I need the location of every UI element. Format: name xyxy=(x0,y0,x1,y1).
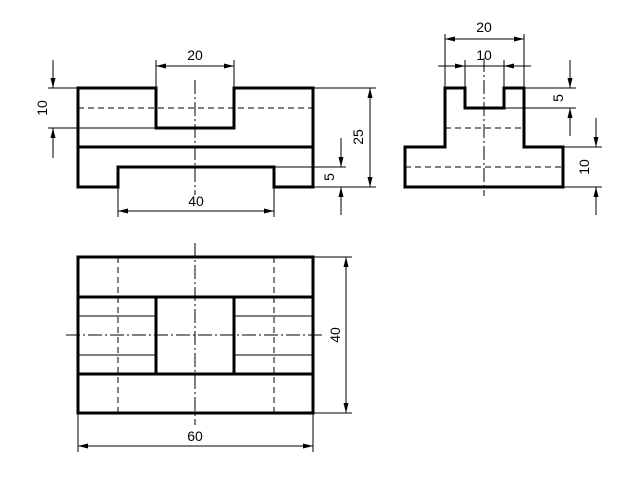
front-dim-small: 5 xyxy=(274,138,346,215)
side-dim-notch: 5 xyxy=(504,60,576,136)
top-dim-right: 40 xyxy=(313,256,352,414)
front-view: 20 40 10 25 xyxy=(34,47,376,217)
side-dim-top-inner: 10 xyxy=(438,47,531,108)
side-dim-notch-text: 5 xyxy=(550,94,566,102)
top-dim-bottom: 60 xyxy=(77,413,314,452)
top-view: 40 60 xyxy=(66,243,352,452)
front-dim-bottom: 40 xyxy=(117,187,275,217)
top-dim-right-text: 40 xyxy=(327,327,343,343)
side-dim-top-outer-text: 20 xyxy=(476,19,492,35)
front-dim-small-text: 5 xyxy=(321,173,337,181)
side-dim-top-inner-text: 10 xyxy=(476,47,492,63)
top-dim-bottom-text: 60 xyxy=(187,428,203,444)
front-dim-bottom-text: 40 xyxy=(188,193,204,209)
side-dim-base: 10 xyxy=(563,118,602,215)
side-dim-top-outer: 20 xyxy=(444,19,525,88)
front-dim-left: 10 xyxy=(34,60,156,158)
front-dim-left-text: 10 xyxy=(34,100,50,116)
front-dim-top: 20 xyxy=(155,47,235,88)
side-dim-base-text: 10 xyxy=(576,159,592,175)
front-dim-top-text: 20 xyxy=(187,47,203,63)
front-dim-right-text: 25 xyxy=(350,129,366,145)
side-view: 20 10 5 10 xyxy=(403,19,602,215)
front-dim-right: 25 xyxy=(313,87,376,188)
